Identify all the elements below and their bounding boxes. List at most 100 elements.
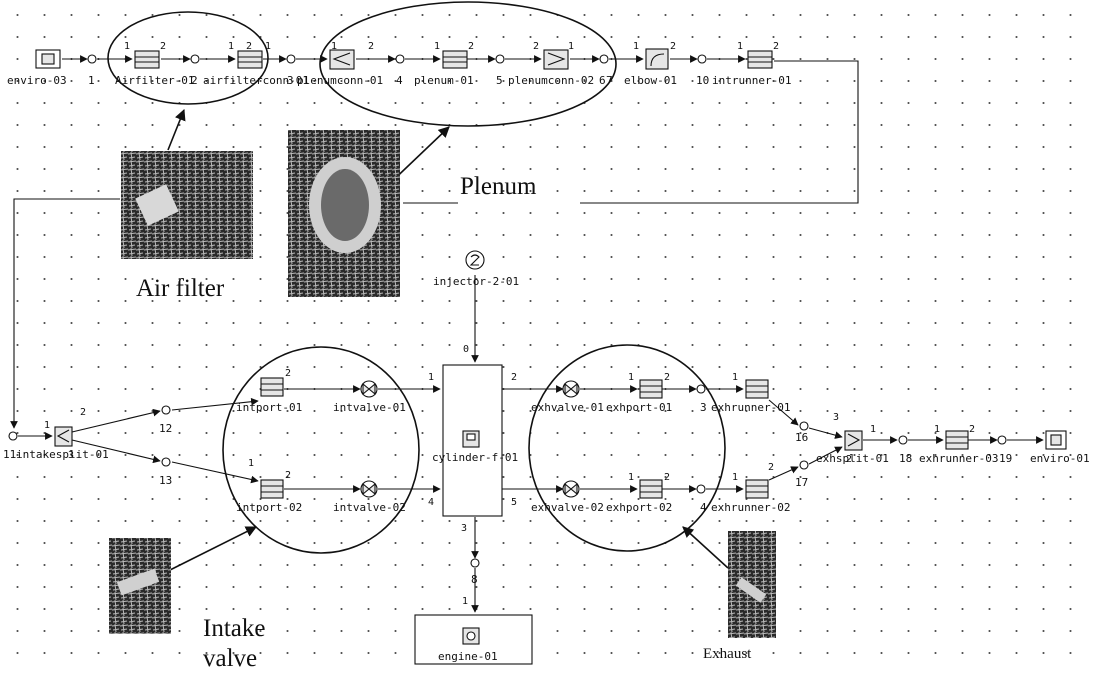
exhrunner-03-label: exhrunner-03 [919,452,998,465]
port-label: 4 [428,497,434,508]
pipe-rectangle-icon[interactable] [443,51,467,68]
node-11-label: 11 [3,448,16,461]
port-label: 1 [633,41,639,52]
cylinder-icon[interactable] [443,365,502,516]
intakesplit-01-label: intakesplit-01 [16,448,109,461]
node-5-label: 5 [496,74,503,87]
junction-circle-icon[interactable] [697,485,705,493]
cylinder-f-01-label: cylinder-f-01 [432,451,518,464]
port-label: 1 [737,41,743,52]
node-4-label: 4 [396,74,403,87]
injector-circle-icon[interactable] [466,251,484,269]
intvalve-01-label: intvalve-01 [333,401,406,414]
valve-bowtie-icon[interactable] [361,381,377,397]
intrunner-01-label: intrunner-01 [712,74,791,87]
node-18-label: 18 [899,452,912,465]
bottom-connections [18,275,1043,612]
pipe-rectangle-icon[interactable] [746,380,768,398]
junction-circle-icon[interactable] [800,461,808,469]
pipe-rectangle-icon[interactable] [640,480,662,498]
exhvalve-02-label: exhvalve-02 [531,501,604,514]
valve-bowtie-icon[interactable] [563,381,579,397]
exhvalve-01-label: exhvalve-01 [531,401,604,414]
junction-circle-icon[interactable] [698,55,706,63]
node-4b-label: 4 [700,501,707,514]
pipe-rectangle-icon[interactable] [238,51,262,68]
node-12-label: 12 [159,422,172,435]
port-label: 2 [664,472,670,483]
port-label: 3 [461,523,467,534]
node-6-label: 6 [599,74,606,87]
exhport-02-label: exhport-02 [606,501,672,514]
flow-split-icon[interactable] [330,50,354,69]
port-label: 2 [969,424,975,435]
valve-bowtie-icon[interactable] [563,481,579,497]
port-label: 1 [434,41,440,52]
elbow-bend-icon[interactable] [646,49,668,69]
junction-circle-icon[interactable] [998,436,1006,444]
junction-circle-icon[interactable] [287,55,295,63]
node-labels: 1 2 3 4 5 6 7 10 11 12 13 3 4 16 17 18 1… [3,74,1012,586]
node-3-label: 3 [287,74,294,87]
pipe-rectangle-icon[interactable] [135,51,159,68]
junction-circle-icon[interactable] [162,406,170,414]
junction-circle-icon[interactable] [899,436,907,444]
exhrunner-01-label: exhrunner-01 [711,401,790,414]
node-19-label: 19 [999,452,1012,465]
port-labels: 1 2 1 2 1 1 2 1 2 2 1 1 2 1 2 1 2 3 2 1 … [44,41,975,607]
pipe-rectangle-icon[interactable] [261,480,283,498]
junction-circle-icon[interactable] [600,55,608,63]
pipe-rectangle-icon[interactable] [640,380,662,398]
pipe-rectangle-icon[interactable] [748,51,772,68]
port-label: 2 [846,454,852,465]
junction-circle-icon[interactable] [496,55,504,63]
port-label: 2 [773,41,779,52]
port-label: 2 [533,41,539,52]
junction-circle-icon[interactable] [697,385,705,393]
junction-circle-icon[interactable] [88,55,96,63]
port-label: 2 [511,372,517,383]
port-label: 2 [468,41,474,52]
junction-circle-icon[interactable] [396,55,404,63]
node-7-label: 7 [606,74,613,87]
junction-circle-icon[interactable] [162,458,170,466]
node-17-label: 17 [795,476,808,489]
node-13-label: 13 [159,474,172,487]
intake-valve-caption-line2: valve [203,645,257,672]
plenum-caption: Plenum [460,173,537,200]
flow-split-icon[interactable] [845,431,862,450]
pipe-rectangle-icon[interactable] [261,378,283,396]
exhrunner-02-label: exhrunner-02 [711,501,790,514]
port-label: 1 [428,372,434,383]
node-1-label: 1 [88,74,95,87]
pipe-rectangle-icon[interactable] [946,431,968,449]
intport-02-label: intport-02 [236,501,302,514]
valve-bowtie-icon[interactable] [361,481,377,497]
port-label: 2 [160,41,166,52]
intvalve-02-label: intvalve-02 [333,501,406,514]
port-label: 2 [246,41,252,52]
environment-square-icon[interactable] [36,50,60,68]
flow-split-icon[interactable] [55,427,72,446]
junction-circle-icon[interactable] [9,432,17,440]
port-label: 1 [568,41,574,52]
port-label: 1 [228,41,234,52]
junction-circle-icon[interactable] [191,55,199,63]
junction-circle-icon[interactable] [800,422,808,430]
top-row-components [36,49,772,69]
junction-circle-icon[interactable] [471,559,479,567]
node-2-label: 2 [191,74,198,87]
port-label: 0 [463,344,469,355]
port-label: 2 [368,41,374,52]
pipe-rectangle-icon[interactable] [746,480,768,498]
environment-square-icon[interactable] [1046,431,1066,449]
engine-01-label: engine-01 [438,650,498,663]
port-label: 3 [68,450,74,461]
port-label: 5 [511,497,517,508]
airfilter-01-label: Airfilter-01 [115,74,194,87]
plenumconn-02-label: plenumconn-02 [508,74,594,87]
flow-split-icon[interactable] [544,50,568,69]
plenumconn-01-label: plenumconn-01 [297,74,383,87]
